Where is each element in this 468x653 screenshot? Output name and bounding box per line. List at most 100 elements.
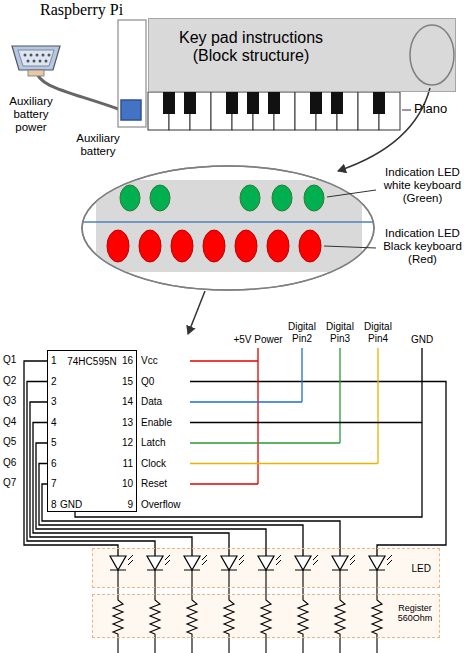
black-key (310, 92, 322, 114)
callout-label: Indication LED white keyboard (Green) (378, 166, 467, 206)
node-text: LED (412, 563, 431, 575)
pin-number: 14 (113, 396, 133, 408)
pin-name: Q1 (3, 354, 16, 366)
pin-name: Reset (141, 478, 167, 490)
pin-name: Enable (141, 417, 172, 429)
diode-bar (110, 555, 133, 570)
diode-bar (369, 555, 392, 570)
wiring (24, 348, 446, 653)
diode-bar (147, 555, 170, 570)
black-key (163, 92, 175, 114)
pin-number: 12 (113, 437, 133, 449)
diode-bar (221, 555, 244, 570)
pin-name: Overflow (141, 499, 180, 511)
diode-bar (295, 555, 318, 570)
resistor-symbol (261, 570, 271, 653)
black-key (226, 92, 238, 114)
pin-number: 8 (51, 499, 57, 511)
diode-symbol (184, 556, 200, 570)
black-key (331, 92, 343, 114)
wire (190, 483, 258, 484)
diode-bar (258, 555, 281, 570)
wire (190, 382, 446, 557)
pin-number: 16 (113, 355, 133, 367)
black-key (373, 92, 385, 114)
diode-symbol (295, 556, 311, 570)
pin-name: GND (60, 499, 82, 511)
piano-keys (148, 92, 400, 130)
title-label: Raspberry Pi (40, 1, 123, 19)
wire (39, 464, 303, 557)
signal-name: +5V Power (230, 334, 286, 346)
signal-name: Digital Pin4 (360, 321, 396, 344)
battery-square (121, 100, 141, 120)
resistor-symbol (298, 570, 308, 653)
black-key (268, 92, 280, 114)
pin-name: Clock (141, 458, 166, 470)
resistor-symbol (372, 570, 382, 653)
pin-number: 10 (113, 478, 133, 490)
callout-label: Indication LED Black keyboard (Red) (378, 227, 467, 267)
pin-name: Q5 (3, 436, 16, 448)
pin-name: Q4 (3, 416, 16, 428)
pin-number: 13 (113, 417, 133, 429)
black-key (247, 92, 259, 114)
diode-symbol (258, 556, 274, 570)
wire (42, 484, 340, 556)
resistor-symbol (335, 570, 345, 653)
callout-label: Piano (414, 102, 447, 117)
wire (75, 348, 422, 517)
resistor-symbol (187, 570, 197, 653)
pin-number: 9 (113, 499, 133, 511)
signal-name: Digital Pin2 (284, 321, 320, 344)
pin-name: Q7 (3, 477, 16, 489)
pin-name: Data (141, 396, 162, 408)
pin-number: 1 (51, 355, 57, 367)
node-text: Key pad instructions (Block structure) (161, 29, 341, 66)
black-key (184, 92, 196, 114)
led-band: LED (92, 548, 440, 588)
resistor-symbol (224, 570, 234, 653)
raspberry-pi-box (118, 20, 146, 127)
zoom-detail (82, 166, 374, 290)
pin-name: Latch (141, 437, 165, 449)
leader-line (402, 110, 411, 111)
keypad-fill (148, 18, 456, 92)
pin-number: 6 (51, 458, 57, 470)
diode-symbol (221, 556, 237, 570)
pin-number: 5 (51, 437, 57, 449)
zoom-arrow (188, 291, 205, 334)
wire (24, 361, 118, 556)
pin-number: 7 (51, 478, 57, 490)
callout-label: Auxiliary battery power (2, 95, 60, 135)
resistor-symbol (113, 570, 123, 653)
zoom-arrow (338, 88, 430, 171)
leader-line (327, 190, 376, 197)
diode-symbol (332, 556, 348, 570)
pin-name: Q2 (3, 375, 16, 387)
signal-name: GND (407, 334, 437, 346)
diode-symbol (110, 556, 126, 570)
zoom-ellipse (410, 25, 454, 85)
wire (190, 348, 378, 464)
callout-label: Auxiliary battery (68, 132, 128, 158)
pin-number: 3 (51, 396, 57, 408)
pin-number: 11 (113, 458, 133, 470)
leader-line (324, 246, 376, 248)
node-text: Register 560Ohm (395, 603, 435, 624)
pin-name: Q6 (3, 457, 16, 469)
resistor-band: Register 560Ohm (92, 594, 440, 638)
wire (190, 348, 302, 402)
pin-number: 4 (51, 417, 57, 429)
pin-number: 15 (113, 376, 133, 388)
wire (36, 443, 266, 556)
pin-number: 2 (51, 376, 57, 388)
pin-name: Q0 (141, 376, 154, 388)
resistor-symbol (150, 570, 160, 653)
diode-bar (332, 555, 355, 570)
wire (190, 348, 340, 443)
diode-symbol (369, 556, 385, 570)
pin-name: Q3 (3, 395, 16, 407)
signal-name: Digital Pin3 (322, 321, 358, 344)
